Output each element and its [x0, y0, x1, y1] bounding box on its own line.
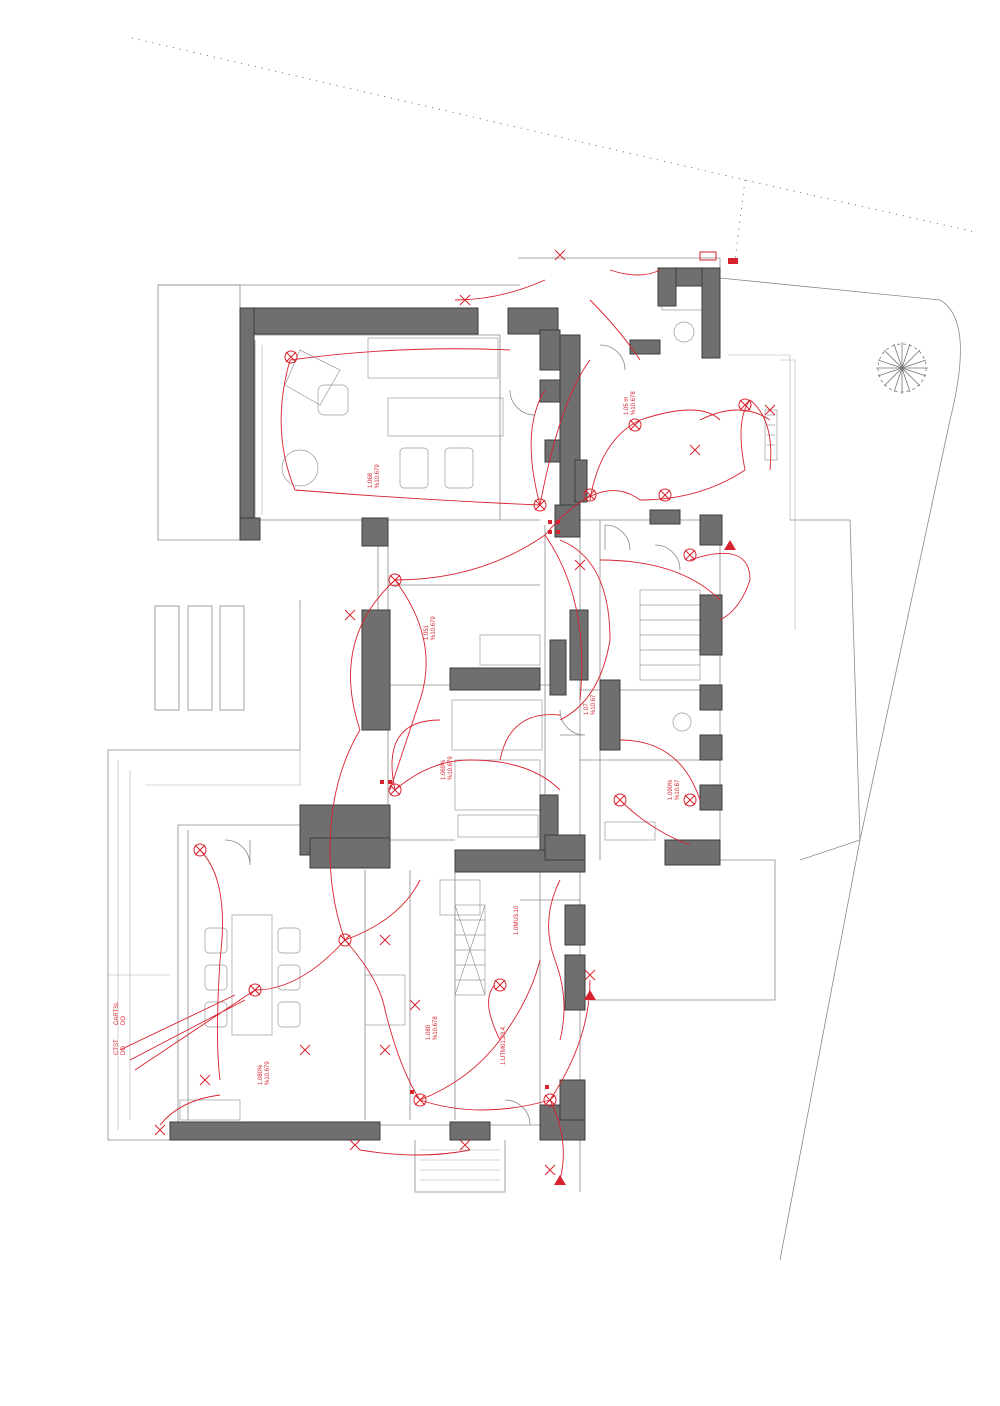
room-label-bedroom: 1.05 m%10.678 — [624, 391, 637, 415]
room-label-living: 1.068%10.679 — [368, 464, 381, 488]
room-label-kitchen: 1.080%%10.679 — [258, 1061, 271, 1085]
tree-icon — [876, 342, 928, 394]
room-label-wc: 1.090%%10.67 — [668, 779, 681, 800]
annotation-left2: CARTSLDO — [114, 1001, 127, 1025]
room-label-hall: 1.051%10.679 — [424, 616, 437, 640]
electrical-fixture-icon — [154, 249, 776, 1185]
electrical-wiring — [119, 269, 772, 1181]
interior-lines — [177, 284, 778, 1140]
site-boundary — [131, 37, 976, 1261]
room-labels: 1.068%10.679 1.051%10.679 1.069%%10.679 … — [114, 391, 681, 1085]
walls — [169, 267, 723, 1141]
room-label-store: 1.0MU3.10 — [514, 905, 520, 935]
room-label-utility: 1.UTM01.23.4. — [501, 1025, 507, 1065]
room-label-staircase: 1.080%10.678 — [426, 1016, 439, 1040]
room-label-bath: 1.07%10.67 — [584, 694, 597, 715]
terrace-outlines — [107, 257, 861, 1193]
annotation-left: CTSTDO — [114, 1039, 127, 1055]
room-label-dining-hall: 1.069%%10.679 — [441, 756, 454, 780]
